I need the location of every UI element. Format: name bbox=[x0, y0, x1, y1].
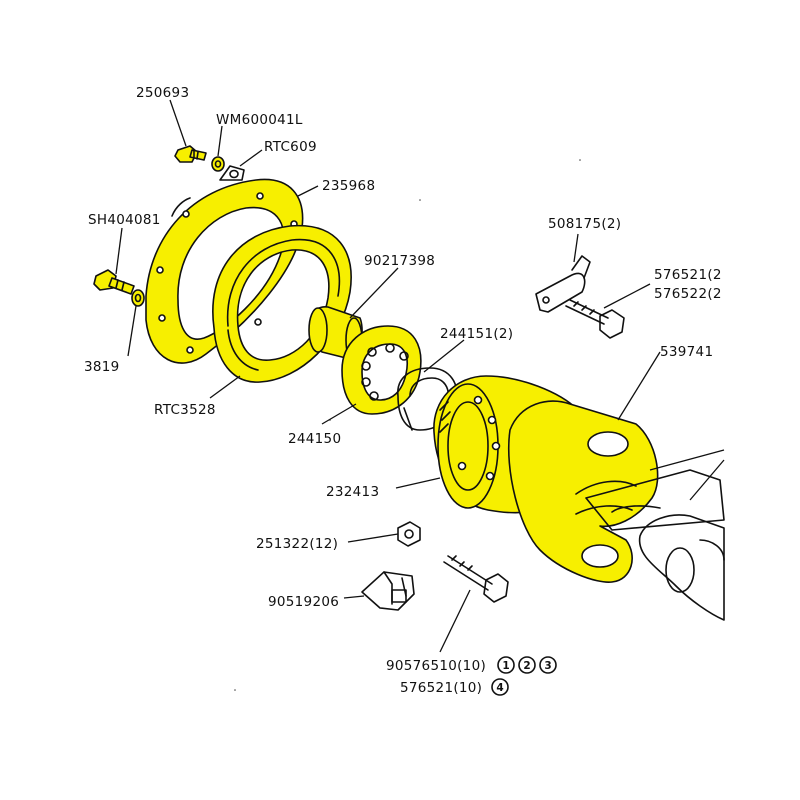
label-3819: 3819 bbox=[84, 359, 120, 375]
label-90519206: 90519206 bbox=[268, 594, 339, 610]
label-576522: 576522(2 bbox=[654, 286, 722, 302]
retaining-plate-235968 bbox=[145, 178, 304, 364]
washer-wm600041l bbox=[211, 156, 225, 172]
label-576521-a: 576521(2 bbox=[654, 267, 722, 283]
label-90576510: 90576510(10) bbox=[386, 658, 486, 674]
label-235968: 235968 bbox=[322, 178, 375, 194]
label-sh404081: SH404081 bbox=[88, 212, 161, 228]
clip-90519206 bbox=[361, 571, 415, 611]
bolt-sh404081 bbox=[93, 269, 135, 295]
nut-251322 bbox=[397, 521, 421, 547]
label-576521-b: 576521(10) bbox=[400, 680, 482, 696]
shaft-and-yoke bbox=[585, 469, 725, 621]
washer-3819 bbox=[131, 289, 145, 307]
label-232413: 232413 bbox=[326, 484, 379, 500]
label-539741: 539741 bbox=[660, 344, 713, 360]
label-wm600041l: WM600041L bbox=[216, 112, 303, 128]
bolt-250693 bbox=[174, 145, 207, 163]
circled-number-2: 2 bbox=[523, 660, 530, 672]
label-rtc609: RTC609 bbox=[264, 139, 317, 155]
label-244150: 244150 bbox=[288, 431, 341, 447]
tab-washer-rtc609 bbox=[219, 165, 245, 181]
label-508175: 508175(2) bbox=[548, 216, 621, 232]
circled-number-4: 4 bbox=[496, 682, 503, 694]
label-rtc3528: RTC3528 bbox=[154, 402, 216, 418]
bearing-244150 bbox=[341, 325, 422, 415]
leader-lines bbox=[115, 99, 725, 653]
label-90217398: 90217398 bbox=[364, 253, 435, 269]
label-251322: 251322(12) bbox=[256, 536, 338, 552]
label-244151: 244151(2) bbox=[440, 326, 513, 342]
part-labels: 250693 WM600041L RTC609 235968 SH404081 … bbox=[84, 85, 722, 696]
clip-508175 bbox=[535, 255, 591, 313]
bolt-90576510 bbox=[443, 555, 509, 603]
circled-numbers: 1 2 3 4 bbox=[491, 656, 557, 696]
circled-number-3: 3 bbox=[544, 660, 551, 672]
yoke-539741 bbox=[507, 400, 659, 583]
circled-number-1: 1 bbox=[502, 660, 509, 672]
bolt-576521 bbox=[565, 299, 625, 339]
oil-seal-rtc3528 bbox=[212, 224, 352, 383]
label-250693: 250693 bbox=[136, 85, 189, 101]
